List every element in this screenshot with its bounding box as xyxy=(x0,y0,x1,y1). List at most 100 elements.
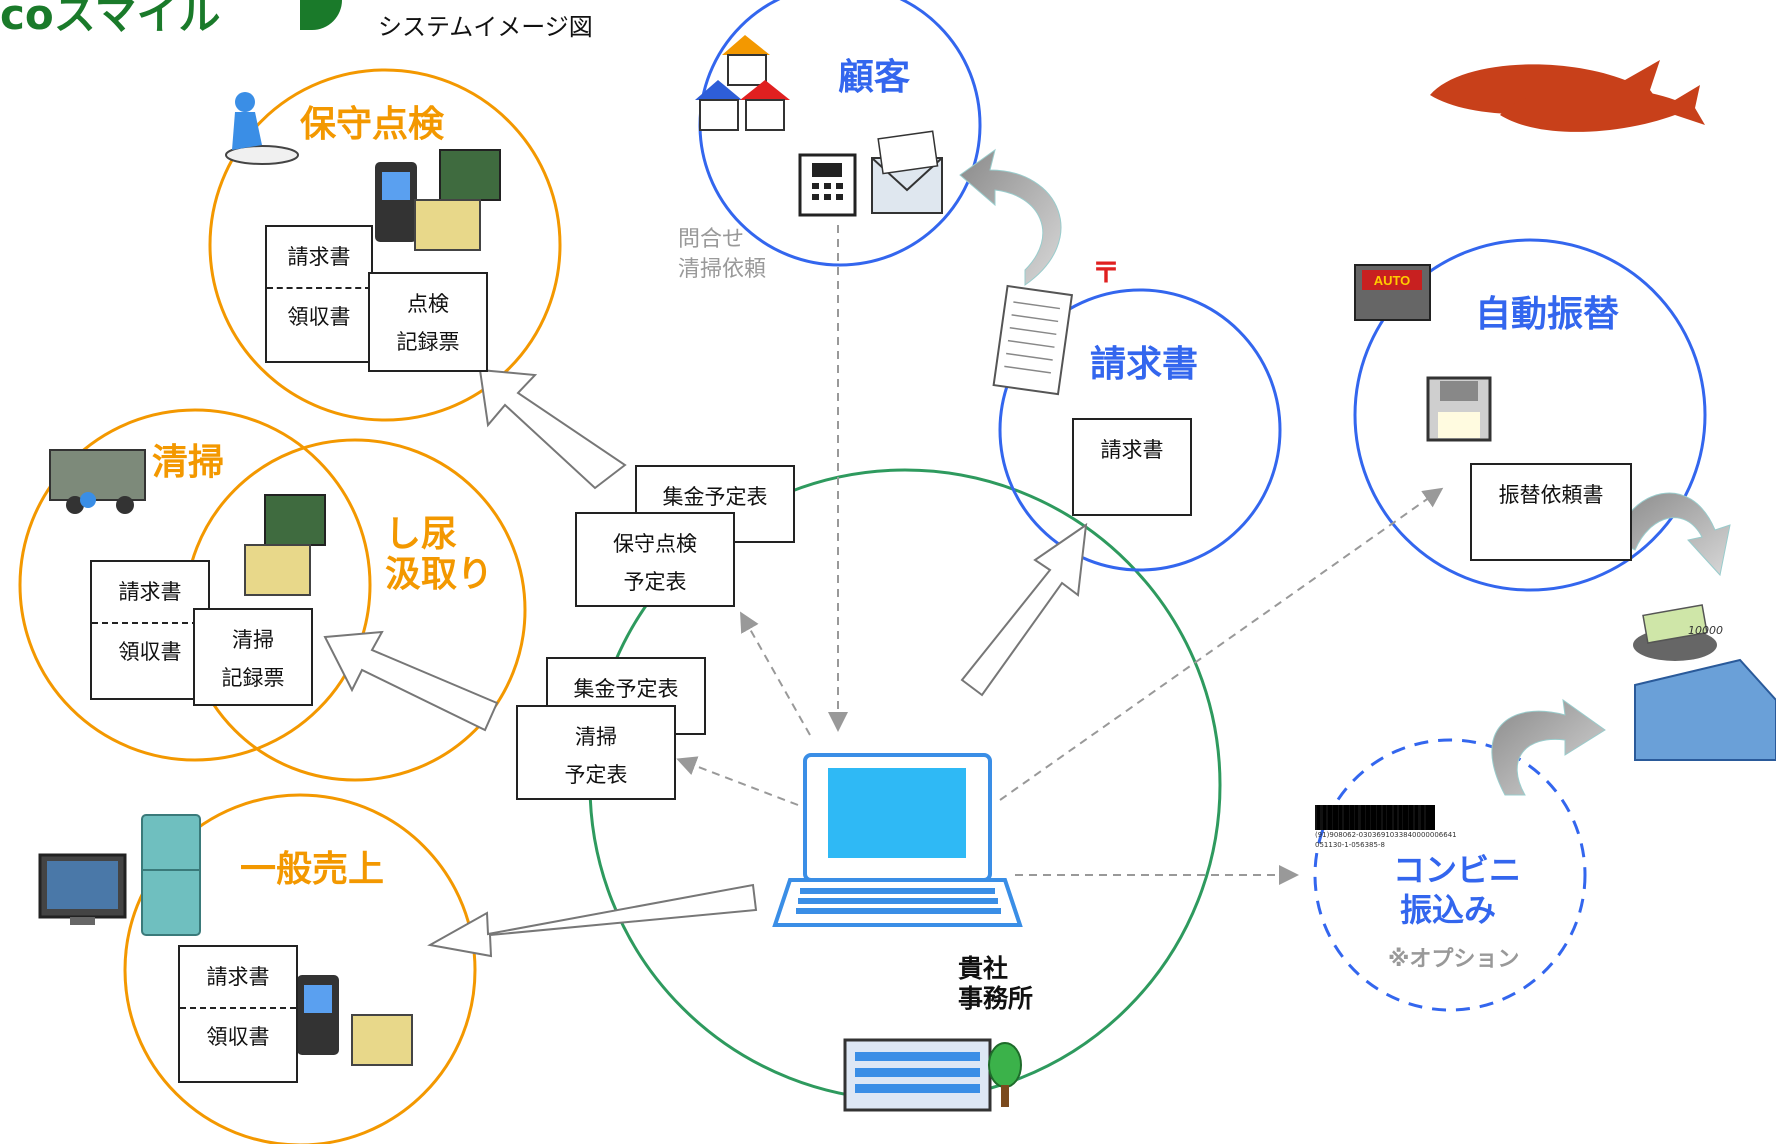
general-sales-title: 一般売上 xyxy=(240,849,385,890)
maintenance-invoice-doc: 請求書 領収書 xyxy=(265,225,373,363)
schedule-b-plan-line2: 予定表 xyxy=(564,763,628,787)
barcode-bar xyxy=(1315,805,1317,830)
schedule-a-plan-doc: 保守点検 予定表 xyxy=(575,512,735,607)
atm-badge-text: AUTO xyxy=(1374,273,1411,288)
barcode-bar xyxy=(1326,805,1328,830)
maintenance-divider xyxy=(267,287,371,289)
barcode-bar xyxy=(1370,805,1371,830)
maintenance-record-line1: 点検 xyxy=(407,292,449,316)
schedule-b-collect-label: 集金予定表 xyxy=(573,677,679,701)
goldfish-icon xyxy=(1430,60,1705,132)
schedule-b-plan-doc: 清掃 予定表 xyxy=(516,705,676,800)
convenience-option-note: ※オプション xyxy=(1388,947,1520,972)
general-receipt-label: 領収書 xyxy=(206,1025,270,1049)
cleaning-record-line2: 記録票 xyxy=(221,666,285,690)
billing-doc-label: 請求書 xyxy=(1100,438,1164,462)
envelope-icon xyxy=(871,130,943,214)
inquiry-label-line1: 問合せ xyxy=(678,227,745,252)
barcode-bar xyxy=(1365,805,1366,830)
general-sales-circle xyxy=(123,793,477,1144)
convenience-curved-arrow xyxy=(1491,698,1606,796)
cleaning-record-line1: 清掃 xyxy=(232,628,274,652)
tree-icon xyxy=(988,1042,1022,1107)
office-building-icon xyxy=(843,1038,992,1112)
schedule-b-flow-arrow xyxy=(676,756,799,806)
barcode-text-line2: 051130-1-056385-8 xyxy=(1315,841,1385,849)
billing-circle xyxy=(998,288,1282,572)
house-icon xyxy=(695,35,790,131)
billing-big-arrow xyxy=(960,522,1088,697)
barcode-bar xyxy=(1413,805,1415,830)
barcode-bar xyxy=(1354,805,1355,830)
night-soil-title-line2: 汲取り xyxy=(385,554,494,595)
auto-transfer-flow-arrow xyxy=(999,487,1444,801)
night-soil-title-line1: し尿 xyxy=(385,514,458,555)
maintenance-receipt-label: 領収書 xyxy=(287,305,351,329)
transfer-request-doc: 振替依頼書 xyxy=(1470,463,1632,561)
convenience-circle xyxy=(1313,738,1587,1012)
worker-icon xyxy=(225,92,299,165)
barcode-bar xyxy=(1320,805,1323,830)
schedule-a-flow-arrow xyxy=(740,611,811,736)
barcode-bar xyxy=(1408,805,1409,830)
billing-title: 請求書 xyxy=(1090,344,1199,385)
cleaning-divider xyxy=(92,622,208,624)
money-stack-icon xyxy=(351,1014,413,1066)
refrigerator-icon xyxy=(141,814,201,936)
cleaning-invoice-doc: 請求書 領収書 xyxy=(90,560,210,700)
general-divider xyxy=(180,1007,296,1009)
barcode-bar xyxy=(1349,805,1350,830)
office-label-line1: 貴社 xyxy=(958,954,1009,983)
cleaning-circle xyxy=(18,408,372,762)
maintenance-big-arrow xyxy=(478,368,627,490)
cleaning-invoice-label: 請求書 xyxy=(118,580,182,604)
cleaning-title: 清掃 xyxy=(152,442,225,483)
phone-icon xyxy=(798,153,857,217)
barcode-text-line1: (91)908062-0303691033840000006641 xyxy=(1315,831,1457,839)
barcode-bar xyxy=(1402,805,1403,830)
general-sales-big-arrow xyxy=(427,883,758,958)
header-title: システムイメージ図 xyxy=(378,13,593,41)
barcode-bar xyxy=(1376,805,1377,830)
barcode-bar xyxy=(1424,805,1426,830)
billing-doc: 請求書 xyxy=(1072,418,1192,516)
auto-transfer-title: 自動振替 xyxy=(1475,294,1620,335)
customer-title: 顧客 xyxy=(838,57,911,98)
barcode-bar xyxy=(1381,805,1383,830)
maintenance-record-line2: 記録票 xyxy=(396,330,460,354)
convenience-title-line2: 振込み xyxy=(1400,891,1497,929)
cleaning-record-doc: 清掃 記録票 xyxy=(193,608,313,706)
convenience-title-line1: コンビニ xyxy=(1393,851,1522,889)
laptop-icon xyxy=(772,753,1023,927)
barcode-bar xyxy=(1418,805,1421,830)
maintenance-record-doc: 点検 記録票 xyxy=(368,272,488,372)
invoice-form-icon xyxy=(992,284,1074,396)
barcode-bar xyxy=(1392,805,1394,830)
barcode-bars xyxy=(1315,805,1426,830)
barcode-bar xyxy=(1358,805,1361,830)
schedule-a-plan-line1: 保守点検 xyxy=(613,532,697,556)
banknote-value: 10000 xyxy=(1688,624,1723,637)
auto-transfer-circle xyxy=(1353,238,1707,592)
transfer-request-label: 振替依頼書 xyxy=(1498,483,1604,507)
schedule-a-plan-line2: 予定表 xyxy=(623,570,687,594)
barcode-bar xyxy=(1332,805,1333,830)
cleaning-big-arrow xyxy=(323,630,499,732)
maintenance-circle xyxy=(208,68,562,422)
maintenance-invoice-label: 請求書 xyxy=(287,245,351,269)
bank-building-icon xyxy=(1633,604,1776,761)
money-stack-icon xyxy=(414,149,501,251)
logo: coスマイル xyxy=(0,0,221,39)
tv-icon xyxy=(38,853,127,925)
barcode-bar xyxy=(1397,805,1399,830)
handheld-terminal-icon xyxy=(297,975,339,1055)
mail-curved-arrow xyxy=(959,148,1062,286)
handheld-terminal-icon xyxy=(375,162,417,242)
postal-mark: 〒 xyxy=(1092,256,1121,289)
bank-curved-arrow xyxy=(1614,492,1731,577)
inquiry-label-line2: 清掃依頼 xyxy=(678,257,767,282)
barcode-bar xyxy=(1386,805,1387,830)
schedule-b-plan-line1: 清掃 xyxy=(575,725,617,749)
maintenance-title: 保守点検 xyxy=(300,104,445,145)
